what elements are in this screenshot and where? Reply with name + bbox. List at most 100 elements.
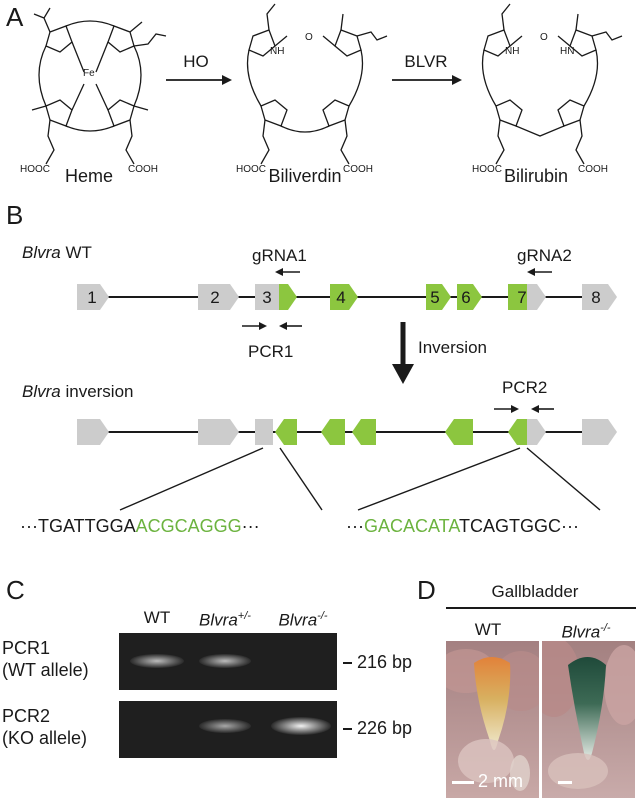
blvr-arrowhead (452, 75, 462, 85)
inversion-arrowhead (392, 364, 414, 384)
bilirubin-hn: HN (560, 46, 575, 57)
seq-left-prefix: ··· (20, 516, 38, 536)
gallbladder-photo-ko (542, 641, 635, 798)
seq-left-black: TGATTGGA (37, 516, 136, 536)
row2-label-2: (KO allele) (2, 728, 88, 748)
lane-ko-gene: Blvra (278, 610, 318, 630)
heme-cooh: COOH (128, 164, 158, 175)
exon-label-5: 5 (430, 288, 440, 307)
seq-left-suffix: ··· (241, 516, 260, 536)
panel-a-structures (31, 3, 623, 165)
biliverdin-nh: NH (270, 46, 285, 57)
exon-label-6: 6 (461, 288, 471, 307)
zoom-line-right-b (526, 447, 601, 511)
size-tick-216 (343, 662, 352, 664)
ho-arrowhead (222, 75, 232, 85)
heme-name: Heme (64, 166, 114, 186)
inv-exon-7-green-rev (275, 419, 297, 445)
wt-exon-4 (330, 284, 358, 310)
inv-exon-6-rev (321, 419, 345, 445)
wt-exon-5 (426, 284, 451, 310)
pcr2-rev-head (531, 405, 539, 413)
grna2-arrowhead (527, 268, 535, 276)
bilirubin-structure (481, 3, 623, 165)
photo-ko-gene: Blvra (561, 622, 601, 642)
bilirubin-cooh: COOH (578, 164, 608, 175)
pcr1-fwd-head (259, 322, 267, 330)
pcr2-fwd-head (511, 405, 519, 413)
grna2-label: gRNA2 (517, 246, 572, 265)
seq-right-prefix: ··· (346, 516, 364, 536)
exon-label-3: 3 (262, 288, 272, 307)
gallbladder-photo-wt: 2 mm (446, 641, 539, 798)
pcr1-band-het (199, 654, 251, 668)
scale-bar-label: 2 mm (478, 771, 523, 791)
inv-exon-2 (198, 419, 239, 445)
inv-exon-4-rev (445, 419, 473, 445)
wt-exon-2 (198, 284, 239, 310)
panel-letter-b: B (6, 200, 24, 230)
pcr2-band-het (199, 719, 251, 733)
row1-label-1: PCR1 (2, 638, 51, 658)
size-tick-226 (343, 728, 352, 730)
exon-label-8: 8 (591, 288, 601, 307)
inv-gene-suffix: inversion (60, 382, 134, 401)
wt-exon-1 (77, 284, 109, 310)
zoom-line-left-a (119, 447, 264, 511)
lane-het-gene: Blvra (199, 610, 238, 630)
seq-right-suffix: ··· (561, 516, 579, 536)
exon-label-7: 7 (517, 288, 527, 307)
wt-exon-3-green (279, 284, 297, 310)
exon-label-2: 2 (210, 288, 220, 307)
gel-pcr1 (119, 633, 337, 690)
inv-exon-5-rev (352, 419, 376, 445)
inv-exon-1 (77, 419, 109, 445)
ho-label: HO (183, 52, 209, 71)
lane-label-wt: WT (143, 608, 171, 627)
heme-structure (31, 7, 167, 165)
title-rule (446, 607, 636, 609)
bilirubin-o: O (540, 32, 548, 43)
biliverdin-o: O (305, 32, 313, 43)
wt-gallbladder (474, 657, 511, 750)
wt-exon-7-green (508, 284, 527, 310)
pcr1-label: PCR1 (248, 342, 294, 361)
inv-exon-7-gray (527, 419, 546, 445)
lane-het-sup: +/- (237, 610, 251, 622)
inv-exon-3-green-rev (508, 419, 527, 445)
gallbladder-title: Gallbladder (491, 582, 579, 601)
biliverdin-cooh: COOH (343, 164, 373, 175)
inv-exon-3-gray (255, 419, 273, 445)
inv-gene-name: Blvra (22, 382, 61, 401)
wt-gene-suffix: WT (60, 243, 92, 262)
size-label-216: 216 bp (357, 652, 413, 672)
row1-label-2: (WT allele) (2, 660, 89, 680)
wt-exon-8 (582, 284, 617, 310)
seq-left-green: ACGCAGGG (135, 516, 242, 536)
gene-maps (77, 268, 617, 511)
biliverdin-hooc: HOOC (236, 164, 266, 175)
grna1-arrowhead (275, 268, 283, 276)
photo-label-wt: WT (474, 620, 502, 639)
wt-gene-name: Blvra (22, 243, 61, 262)
junction-sequence-left: ···TGATTGGAACGCAGGG··· (20, 516, 260, 536)
biliverdin-structure (246, 3, 388, 165)
seq-right-black: TCAGTGGC (459, 516, 561, 536)
bilirubin-hooc: HOOC (472, 164, 502, 175)
zoom-line-left-b (279, 447, 323, 511)
gel-pcr2 (119, 701, 337, 758)
bilirubin-nh: NH (505, 46, 520, 57)
panel-letter-a: A (6, 2, 24, 32)
gel-pcr2-bands (199, 717, 331, 735)
row2-label-1: PCR2 (2, 706, 51, 726)
lane-label-het: Blvra+/- (199, 606, 251, 631)
pcr2-label: PCR2 (502, 378, 548, 397)
grna1-label: gRNA1 (252, 246, 307, 265)
panel-letter-c: C (6, 575, 25, 605)
lane-ko-sup: -/- (317, 610, 328, 622)
junction-sequence-right: ···GACACATATCAGTGGC··· (346, 516, 579, 536)
size-label-226: 226 bp (357, 718, 413, 738)
heme-fe-label: Fe (83, 68, 95, 79)
wt-gene-label: Blvra WT (22, 243, 92, 263)
zoom-line-right-a (357, 447, 521, 511)
